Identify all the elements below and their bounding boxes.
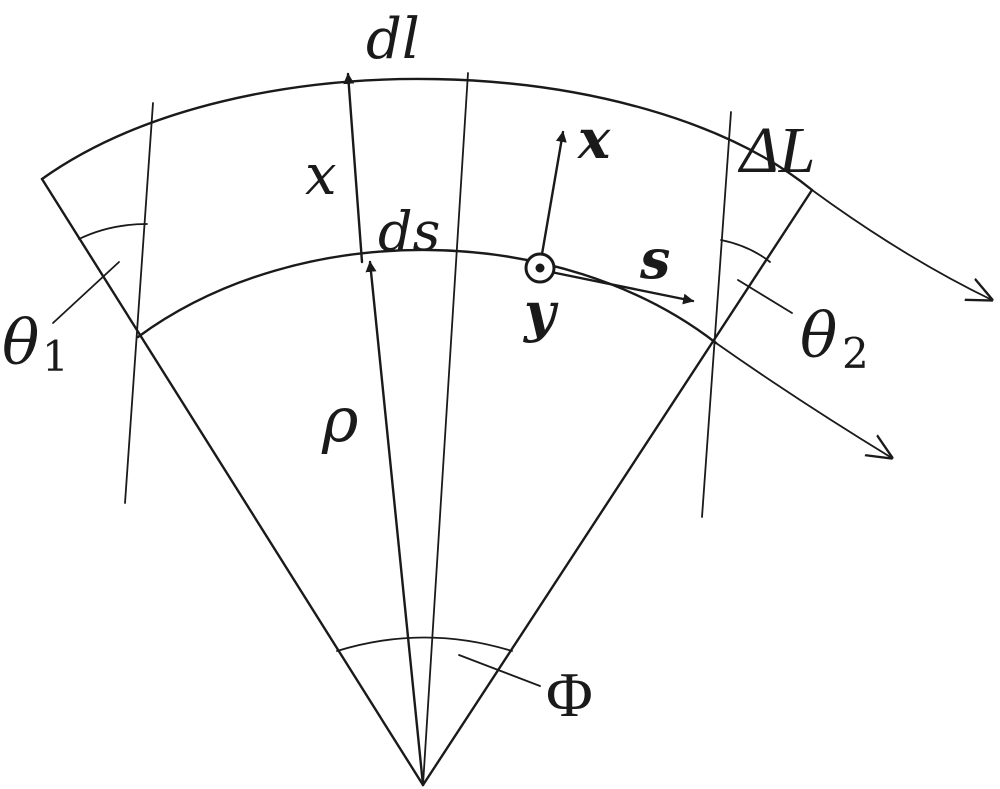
right-sector-edge xyxy=(421,188,814,787)
circled-dot-icon xyxy=(524,252,556,284)
local-x-axis-arrow xyxy=(539,130,567,262)
theta1-label: θ 1 xyxy=(2,306,69,381)
theta2-angle-arc xyxy=(720,239,771,263)
mid-radial-line xyxy=(422,72,469,786)
inner-arc xyxy=(136,248,718,345)
rho-label: ρ xyxy=(321,383,358,456)
phi-angle-arc xyxy=(336,636,513,652)
theta1-index: 1 xyxy=(42,332,69,381)
outer-arc-extension-arrow xyxy=(811,189,992,300)
inner-arc-extension-arrow xyxy=(715,342,892,458)
ds-label: ds xyxy=(378,200,440,263)
delta-L-label: ΔL xyxy=(737,114,815,187)
theta1-leader xyxy=(52,261,120,324)
left-sector-edge xyxy=(40,177,425,787)
x-radial-label: x xyxy=(305,143,337,208)
x-radial-arrow xyxy=(343,72,364,264)
theta2-label: θ 2 xyxy=(800,299,869,378)
left-cross-section-line xyxy=(124,102,154,504)
phi-leader xyxy=(458,654,541,687)
theta2-index: 2 xyxy=(842,329,869,378)
rho-arrow xyxy=(365,260,425,787)
theta1-symbol: θ xyxy=(2,306,39,379)
local-s-axis-arrow xyxy=(544,269,695,305)
local-s-label: s xyxy=(639,227,670,291)
theta1-angle-arc xyxy=(78,223,148,240)
right-cross-section-line xyxy=(701,111,732,518)
theta2-leader xyxy=(737,279,793,314)
local-y-label: y xyxy=(523,280,559,344)
local-x-label: x xyxy=(577,107,611,171)
outer-arc xyxy=(40,77,814,192)
phi-label: Φ xyxy=(546,659,593,730)
theta2-symbol: θ xyxy=(800,299,837,372)
dl-label: dl xyxy=(366,7,420,72)
